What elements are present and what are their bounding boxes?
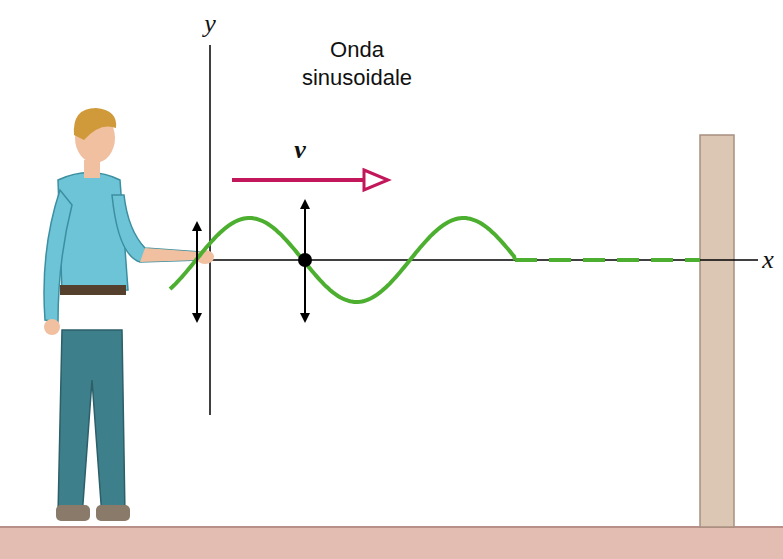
velocity-label: v [294, 134, 306, 167]
axis-label: y [204, 8, 216, 41]
wave-title: Onda sinusoidale [282, 36, 432, 91]
velocity-arrowhead [364, 170, 388, 190]
y-axis [209, 45, 211, 415]
axis-label: x [762, 244, 774, 277]
person [44, 108, 214, 521]
string-dashed [515, 258, 700, 262]
string-point [298, 253, 312, 267]
velocity-arrow [232, 178, 366, 182]
oscillation-arrow [196, 226, 198, 318]
x-axis [210, 259, 758, 261]
wall [700, 135, 734, 527]
sine-wave [170, 218, 515, 302]
floor [0, 527, 783, 559]
